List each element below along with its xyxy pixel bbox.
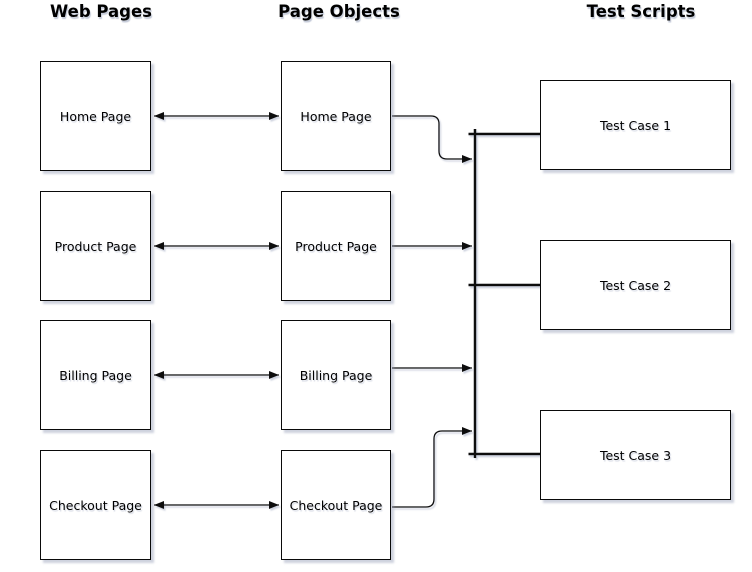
column-title-page-objects: Page Objects — [278, 2, 400, 21]
connector-po-home-to-bus — [392, 115, 472, 163]
node-test-case-2: Test Case 2 — [540, 240, 731, 330]
node-web-checkout-page: Checkout Page — [40, 450, 151, 560]
node-test-case-1: Test Case 1 — [540, 80, 731, 170]
node-test-case-3: Test Case 3 — [540, 410, 731, 500]
node-label: Test Case 2 — [599, 277, 672, 293]
node-web-billing-page: Billing Page — [40, 320, 151, 430]
column-title-test-scripts: Test Scripts — [586, 2, 696, 21]
node-label: Test Case 3 — [599, 447, 672, 463]
node-label: Checkout Page — [289, 497, 383, 513]
connector-po-checkout-to-bus — [392, 427, 472, 508]
node-web-product-page: Product Page — [40, 191, 151, 301]
node-po-product-page: Product Page — [281, 191, 391, 301]
node-label: Test Case 1 — [599, 117, 672, 133]
node-label: Billing Page — [59, 367, 132, 383]
node-label: Billing Page — [299, 367, 373, 383]
node-label: Product Page — [54, 238, 137, 254]
node-label: Home Page — [59, 108, 132, 124]
column-title-web-pages: Web Pages — [50, 2, 152, 21]
node-label: Checkout Page — [49, 497, 142, 513]
node-po-home-page: Home Page — [281, 61, 391, 171]
node-label: Home Page — [300, 108, 372, 124]
node-po-billing-page: Billing Page — [281, 320, 391, 430]
node-po-checkout-page: Checkout Page — [281, 450, 391, 560]
node-web-home-page: Home Page — [40, 61, 151, 171]
node-label: Product Page — [295, 238, 377, 254]
